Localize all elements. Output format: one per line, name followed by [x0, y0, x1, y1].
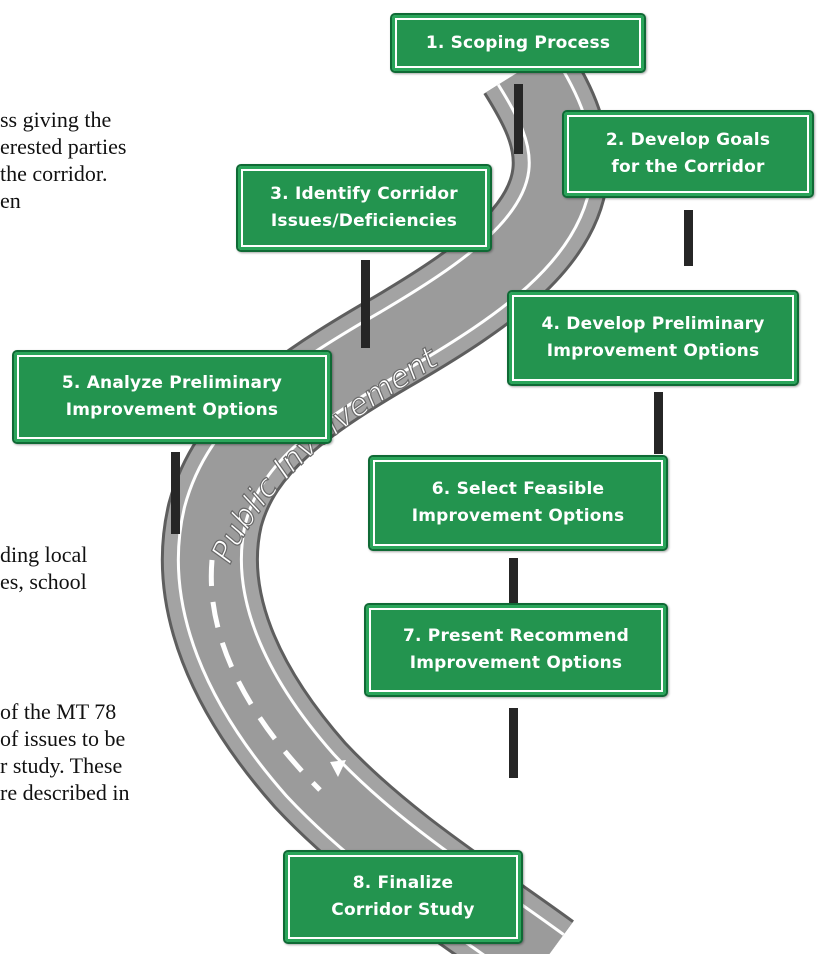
step-1-sign: 1. Scoping Process — [390, 13, 646, 73]
road-surface — [210, 68, 561, 954]
sign-post — [171, 452, 180, 534]
sign-post — [361, 260, 370, 348]
body-text-line: ding local — [0, 542, 88, 567]
body-text-line: en — [0, 188, 21, 213]
lane-dashes — [208, 559, 322, 792]
body-text-line: r study. These — [0, 753, 123, 778]
body-text-line: ss giving the — [0, 107, 112, 132]
body-text-line: erested parties — [0, 134, 127, 159]
step-2-sign: 2. Develop Goals for the Corridor — [562, 110, 814, 198]
body-text-line: re described in — [0, 780, 130, 805]
sign-post — [509, 558, 518, 616]
sign-post — [514, 84, 523, 154]
body-text-line: es, school — [0, 569, 87, 594]
sign-post — [654, 392, 663, 454]
body-text-line: the corridor. — [0, 161, 108, 186]
step-8-sign: 8. Finalize Corridor Study — [283, 850, 523, 944]
sign-post — [509, 708, 518, 778]
step-5-sign: 5. Analyze Preliminary Improvement Optio… — [12, 350, 332, 444]
step-7-sign: 7. Present Recommend Improvement Options — [364, 603, 668, 697]
sign-post — [684, 210, 693, 266]
body-text-line: of the MT 78 — [0, 699, 117, 724]
step-6-sign: 6. Select Feasible Improvement Options — [368, 455, 668, 551]
arrow-icon — [330, 760, 346, 777]
step-3-sign: 3. Identify Corridor Issues/Deficiencies — [236, 164, 492, 252]
step-4-sign: 4. Develop Preliminary Improvement Optio… — [507, 290, 799, 386]
body-text-line: of issues to be — [0, 726, 126, 751]
